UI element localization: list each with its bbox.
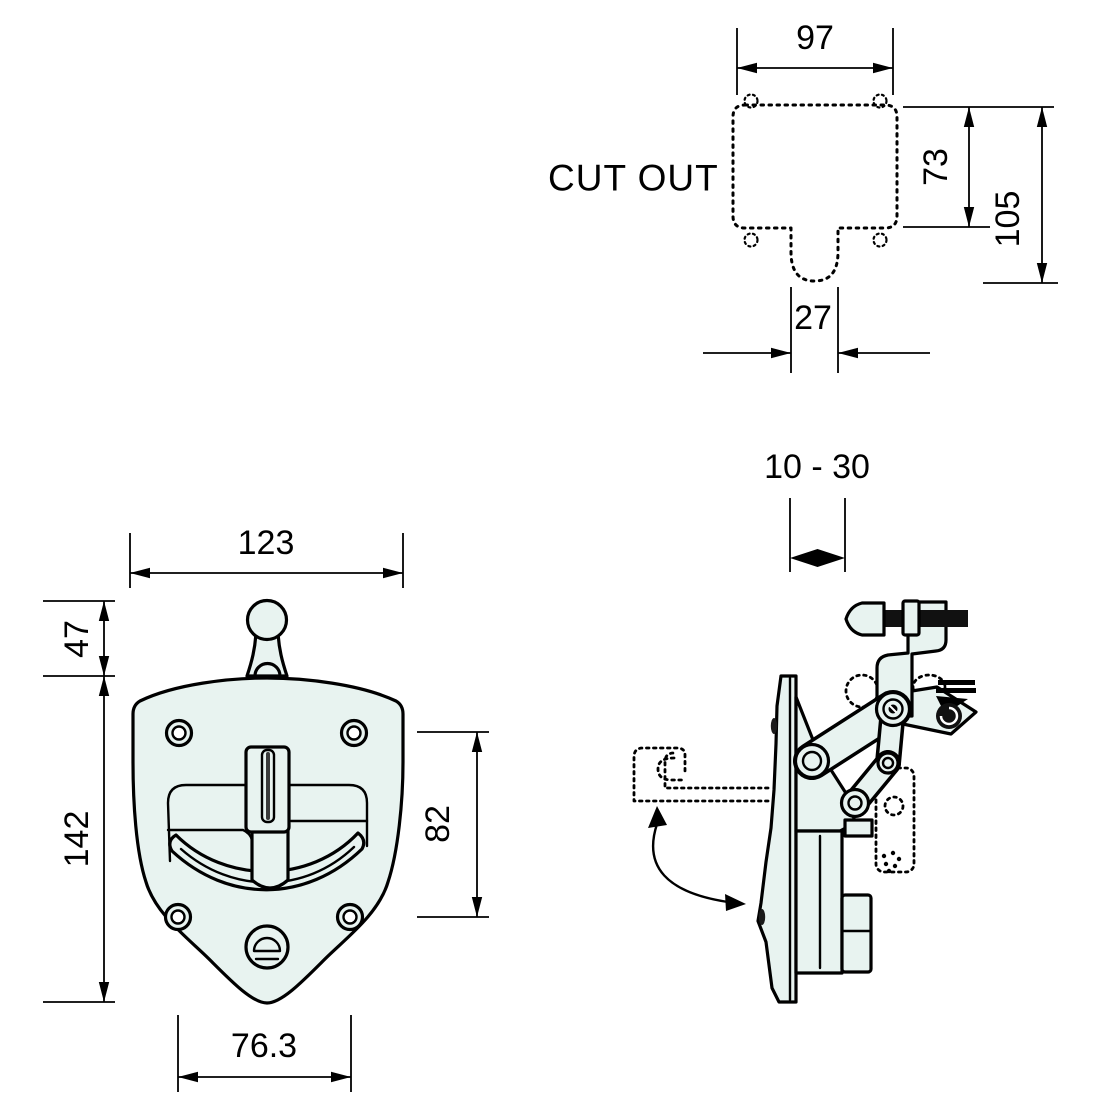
dim-label-hole-spacing: 82 <box>419 805 457 843</box>
pivot-pins <box>793 690 912 819</box>
front-view: 123 47 142 82 76.3 <box>43 524 489 1092</box>
dimension-cutout-notch-width: 27 <box>703 287 930 373</box>
hidden-spring-dots <box>881 850 902 874</box>
cutout-title: CUT OUT <box>548 158 719 199</box>
dim-label-cutout-notch-width: 27 <box>794 299 832 337</box>
mounting-hole <box>872 232 888 248</box>
acorn-knob <box>844 601 886 637</box>
dimension-cutout-inner-height: 73 <box>903 106 1054 228</box>
dimension-cutout-width: 97 <box>736 19 894 95</box>
dim-label-grip-range: 10 - 30 <box>764 448 870 486</box>
adjuster-nut <box>901 599 921 637</box>
dimension-cutout-total-height: 105 <box>983 107 1058 284</box>
lock-cylinder <box>244 924 290 970</box>
rotation-arrow <box>648 806 746 911</box>
dim-label-cutout-width: 97 <box>796 19 834 57</box>
knob-base-dome <box>253 661 282 678</box>
mounting-hole <box>743 232 759 248</box>
mounting-hole <box>743 93 759 109</box>
side-plate <box>756 674 798 1004</box>
top-knob <box>245 598 289 642</box>
screw-holes <box>163 718 369 932</box>
handle-recess <box>286 783 369 848</box>
dim-label-bottom-width: 76.3 <box>231 1027 297 1065</box>
mounting-hole <box>872 93 888 109</box>
ghost-handle-outline <box>632 746 770 803</box>
threaded-rod <box>884 610 968 627</box>
dimension-grip-range: 10 - 30 <box>764 448 870 572</box>
dimension-body-height: 142 <box>43 676 115 1003</box>
dim-label-body-height: 142 <box>58 811 96 868</box>
dim-label-cutout-total-height: 105 <box>989 191 1027 248</box>
dim-label-handle-height: 47 <box>58 620 96 658</box>
side-view: 10 - 30 <box>632 448 978 1004</box>
dimension-hole-spacing: 82 <box>417 731 489 918</box>
dimension-handle-height: 47 <box>43 600 115 677</box>
lock-body <box>840 893 873 974</box>
dim-label-front-width: 123 <box>238 524 295 562</box>
countersunk-screw <box>758 909 766 925</box>
dimension-front-width: 123 <box>129 524 404 588</box>
dim-label-cutout-inner-height: 73 <box>917 148 955 186</box>
hidden-detail <box>883 795 905 817</box>
latch-stop <box>843 818 874 838</box>
t-handle-stem <box>250 826 290 890</box>
countersunk-screw <box>770 718 778 734</box>
grip-range-diamond-arrow <box>790 549 845 567</box>
handle-recess <box>166 783 249 863</box>
knob-neck <box>245 631 289 678</box>
cutout-outline <box>731 103 899 283</box>
hidden-latch-outline <box>874 766 916 874</box>
adjuster-arm <box>875 600 948 718</box>
cutout-diagram: CUT OUT 97 73 105 <box>548 19 1058 373</box>
dimension-bottom-width: 76.3 <box>177 1015 352 1092</box>
